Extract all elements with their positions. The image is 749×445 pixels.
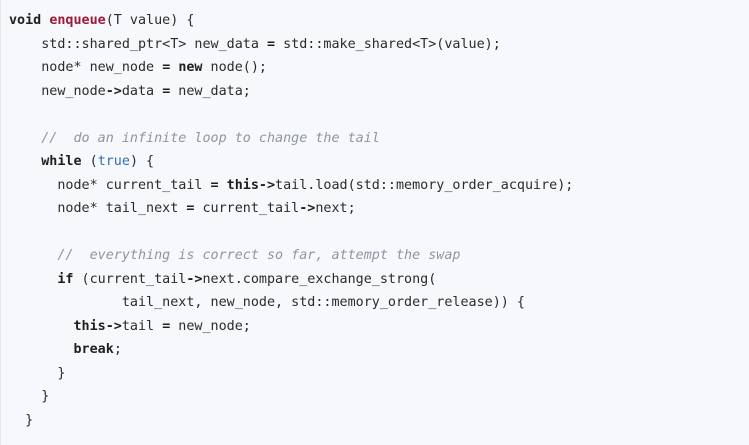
code-token-plain: tail_next, new_node, std::memory_order_r…	[9, 295, 525, 310]
code-token-plain	[9, 154, 41, 169]
code-token-plain: node* tail_next	[9, 201, 187, 216]
code-token-plain: tail.load(std::memory_order_acquire);	[275, 177, 574, 193]
code-token-plain: std::shared_ptr<T> new_data	[9, 36, 267, 52]
code-token-op: ->	[186, 271, 203, 287]
code-token-plain: (T value) {	[105, 13, 195, 28]
code-token-plain: next;	[315, 201, 356, 216]
code-line: tail_next, new_node, std::memory_order_r…	[9, 291, 573, 315]
code-line: std::shared_ptr<T> new_data = std::make_…	[9, 33, 573, 57]
code-line: while (true) {	[9, 150, 573, 174]
code-token-plain	[9, 248, 57, 263]
code-token-plain	[9, 342, 74, 357]
code-line	[9, 221, 573, 245]
code-token-keyword: this	[73, 318, 106, 334]
code-token-plain: node();	[202, 60, 267, 75]
code-token-keyword: break	[73, 342, 114, 357]
code-token-plain: (	[81, 154, 98, 169]
code-token-op: ->	[105, 83, 122, 99]
code-token-plain: data	[121, 83, 163, 99]
code-line: if (current_tail->next.compare_exchange_…	[9, 268, 573, 292]
code-token-plain	[9, 131, 41, 146]
code-line: }	[9, 409, 573, 433]
code-token-plain: new_data;	[170, 83, 251, 99]
code-token-plain: }	[9, 412, 34, 428]
code-line: node* new_node = new node();	[9, 56, 573, 80]
code-token-plain: ;	[113, 342, 122, 357]
code-line: node* current_tail = this->tail.load(std…	[9, 174, 573, 198]
code-token-op: =	[162, 318, 171, 334]
code-token-bool: true	[97, 154, 130, 169]
code-token-plain: next.compare_exchange_strong(	[202, 271, 437, 287]
code-token-comment: // everything is correct so far, attempt…	[57, 248, 461, 263]
code-line: new_node->data = new_data;	[9, 80, 573, 104]
code-token-plain: node* current_tail	[9, 177, 211, 193]
code-token-op: =	[210, 177, 219, 193]
code-token-type: void	[9, 13, 42, 28]
code-line: void enqueue(T value) {	[9, 9, 573, 33]
code-token-plain: }	[9, 365, 66, 381]
code-token-op: ->	[258, 177, 276, 193]
code-token-comment: // do an infinite loop to change the tai…	[41, 130, 380, 146]
code-line: node* tail_next = current_tail->next;	[9, 197, 573, 221]
code-line: break;	[9, 338, 573, 362]
code-line: }	[9, 362, 573, 386]
code-token-keyword: if	[57, 271, 74, 287]
code-line: this->tail = new_node;	[9, 315, 573, 339]
code-line	[9, 103, 573, 127]
code-line: }	[9, 385, 573, 409]
code-token-keyword: this	[226, 177, 259, 193]
code-token-plain: tail	[121, 318, 163, 334]
code-token-plain: node* new_node	[9, 60, 163, 75]
code-token-plain	[9, 319, 74, 334]
code-token-op: =	[186, 201, 195, 216]
code-token-op: =	[266, 36, 276, 52]
code-token-keyword: new	[178, 60, 203, 75]
code-token-plain: std::make_shared<T>(value);	[275, 36, 501, 52]
code-listing: void enqueue(T value) { std::shared_ptr<…	[9, 9, 573, 432]
code-token-plain: ) {	[129, 154, 155, 169]
code-token-keyword: while	[41, 154, 82, 169]
code-token-plain: current_tail	[194, 201, 300, 216]
code-token-op: =	[162, 60, 171, 75]
code-token-func: enqueue	[49, 13, 106, 28]
code-token-plain: (current_tail	[73, 271, 187, 287]
code-token-plain: new_node	[9, 83, 106, 99]
code-line: // do an infinite loop to change the tai…	[9, 127, 573, 151]
code-token-op: =	[162, 83, 171, 99]
code-token-plain: }	[9, 389, 50, 404]
code-token-op: ->	[299, 201, 316, 216]
code-token-plain	[9, 272, 57, 287]
code-line: // everything is correct so far, attempt…	[9, 244, 573, 268]
code-token-plain: new_node;	[170, 318, 251, 334]
code-token-op: ->	[105, 318, 122, 334]
code-token-plain	[219, 178, 227, 193]
